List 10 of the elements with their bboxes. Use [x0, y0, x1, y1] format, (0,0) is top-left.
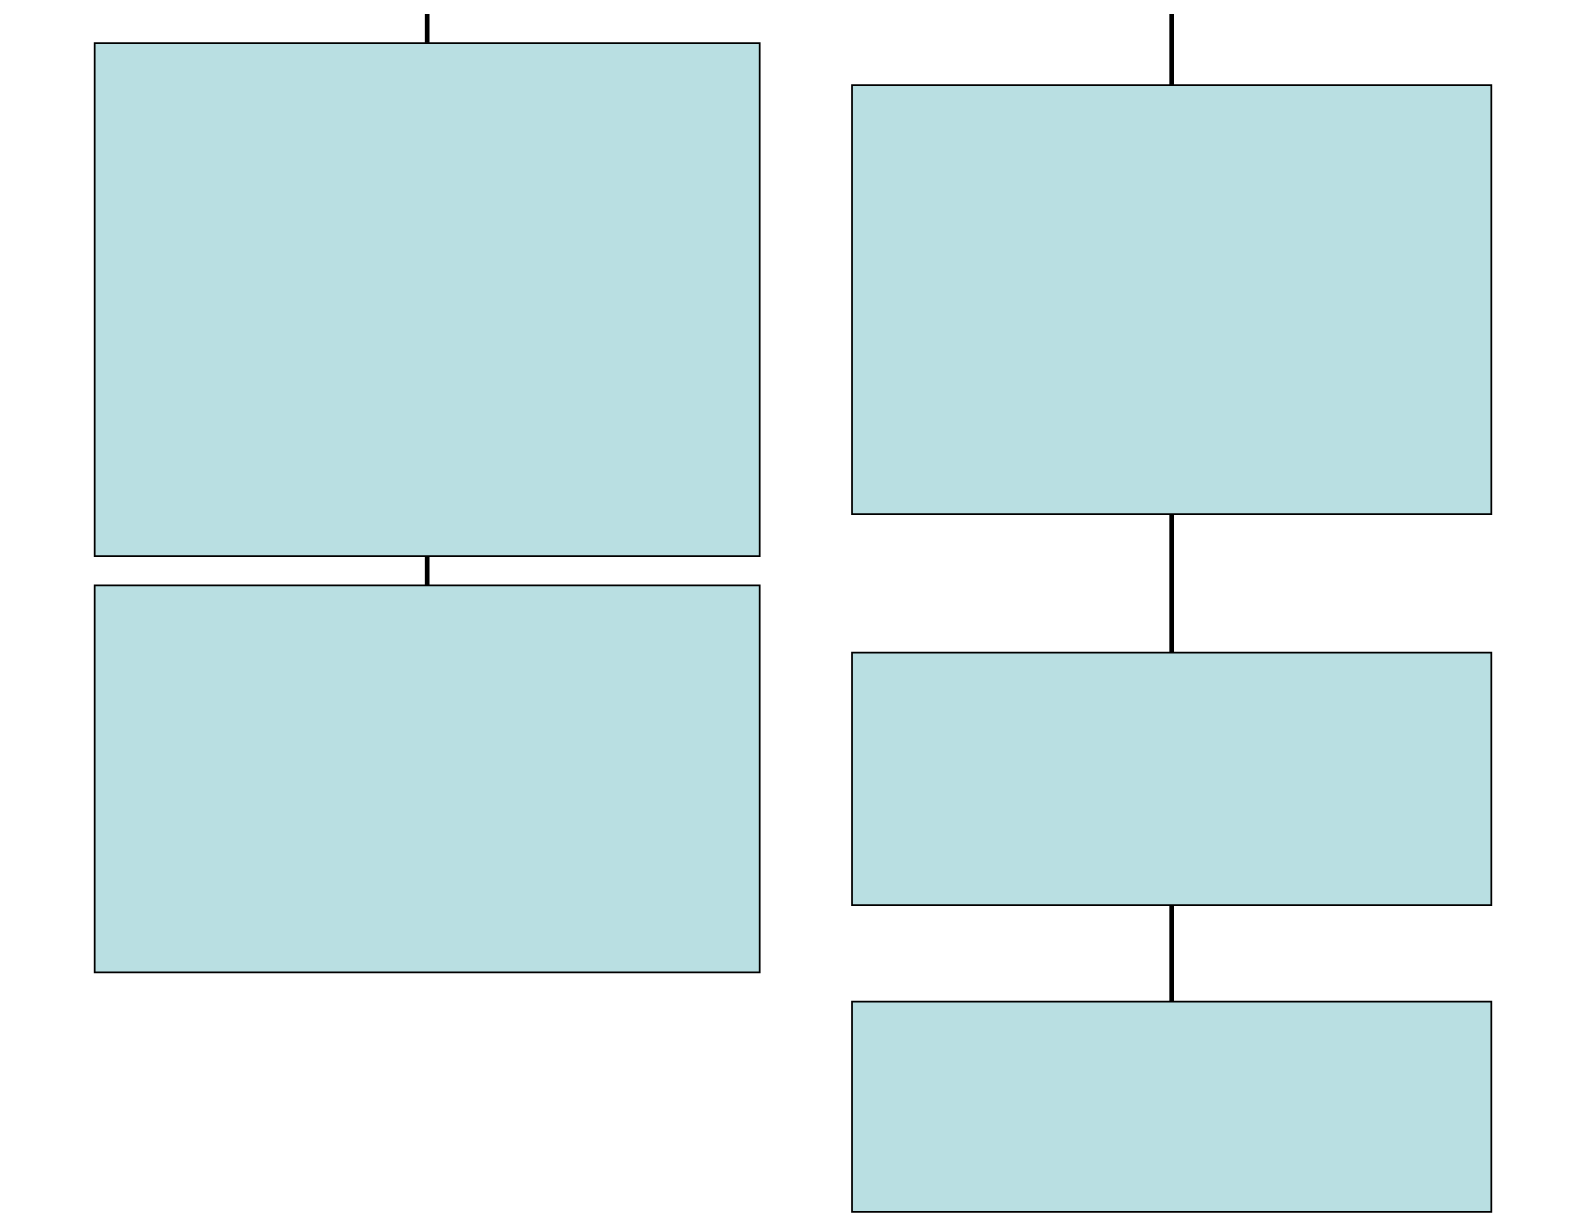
node-box — [850, 84, 1492, 516]
node-box — [93, 42, 761, 558]
connector — [424, 14, 429, 43]
node-box — [850, 1000, 1492, 1213]
connector — [1168, 514, 1174, 653]
connector — [1168, 14, 1174, 86]
connector — [424, 556, 429, 586]
node-box — [850, 651, 1492, 906]
connector — [1168, 905, 1174, 1002]
node-box — [93, 584, 761, 974]
